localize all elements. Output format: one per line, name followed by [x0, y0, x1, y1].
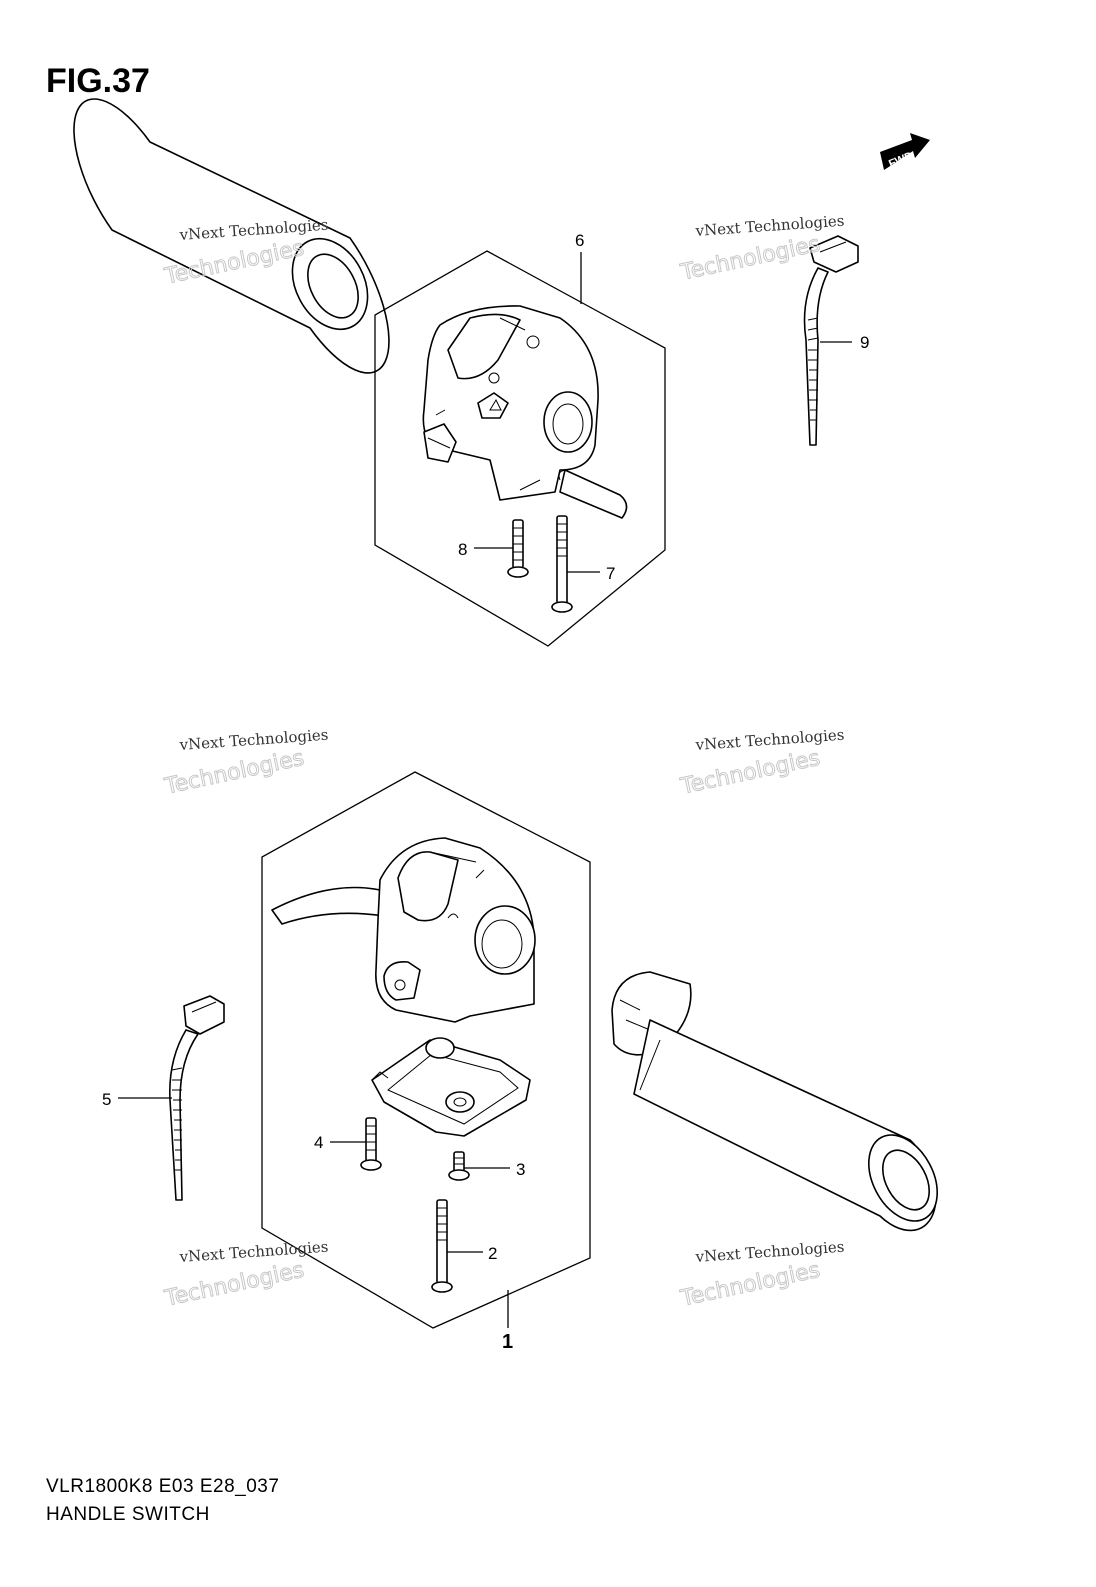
callout-4: 4 [314, 1133, 323, 1152]
svg-text:vNext Technologies: vNext Technologies [694, 726, 845, 754]
callout-2: 2 [488, 1244, 497, 1263]
callout-9: 9 [860, 333, 869, 352]
svg-text:Technologies: Technologies [678, 746, 822, 800]
callout-5: 5 [102, 1090, 111, 1109]
watermark: vNext Technologies Technologies [161, 1238, 329, 1313]
svg-text:Technologies: Technologies [162, 746, 306, 800]
callout-1: 1 [502, 1331, 513, 1353]
svg-text:Technologies: Technologies [678, 1258, 822, 1312]
screw-part-8 [507, 519, 529, 578]
callout-7: 7 [606, 564, 615, 583]
svg-text:vNext Technologies: vNext Technologies [694, 212, 845, 240]
leader-lines [118, 252, 852, 1328]
cable-tie-part-9 [803, 235, 859, 446]
assembly-box-lower [261, 771, 591, 1329]
watermark: vNext Technologies Technologies [677, 1238, 845, 1313]
screw-part-4 [360, 1117, 382, 1171]
svg-text:vNext Technologies: vNext Technologies [178, 1238, 329, 1266]
screw-part-3 [448, 1151, 470, 1181]
svg-text:vNext Technologies: vNext Technologies [694, 1238, 845, 1266]
right-handle-switch-part [422, 305, 628, 519]
throttle-grip-part [611, 971, 938, 1232]
cable-tie-part-5 [169, 995, 225, 1201]
svg-text:vNext Technologies: vNext Technologies [178, 726, 329, 754]
screw-part-2 [431, 1199, 453, 1293]
callout-8: 8 [458, 540, 467, 559]
svg-text:Technologies: Technologies [162, 1258, 306, 1312]
model-code: VLR1800K8 E03 E28_037 [46, 1476, 280, 1497]
switch-base-plate-part [371, 1037, 531, 1137]
assembly-box-upper [374, 250, 666, 647]
watermark: vNext Technologies Technologies [677, 726, 845, 801]
figure-title: FIG.37 [46, 62, 150, 100]
diagram-caption: HANDLE SWITCH [46, 1504, 210, 1525]
callout-3: 3 [516, 1160, 525, 1179]
left-handle-switch-part [271, 837, 536, 1023]
svg-text:Technologies: Technologies [678, 232, 822, 286]
watermark: vNext Technologies Technologies [161, 726, 329, 801]
fwd-arrow-icon: FWD [880, 133, 930, 170]
left-grip-part [73, 98, 390, 374]
screw-part-7 [551, 515, 573, 613]
callout-6: 6 [575, 231, 584, 250]
